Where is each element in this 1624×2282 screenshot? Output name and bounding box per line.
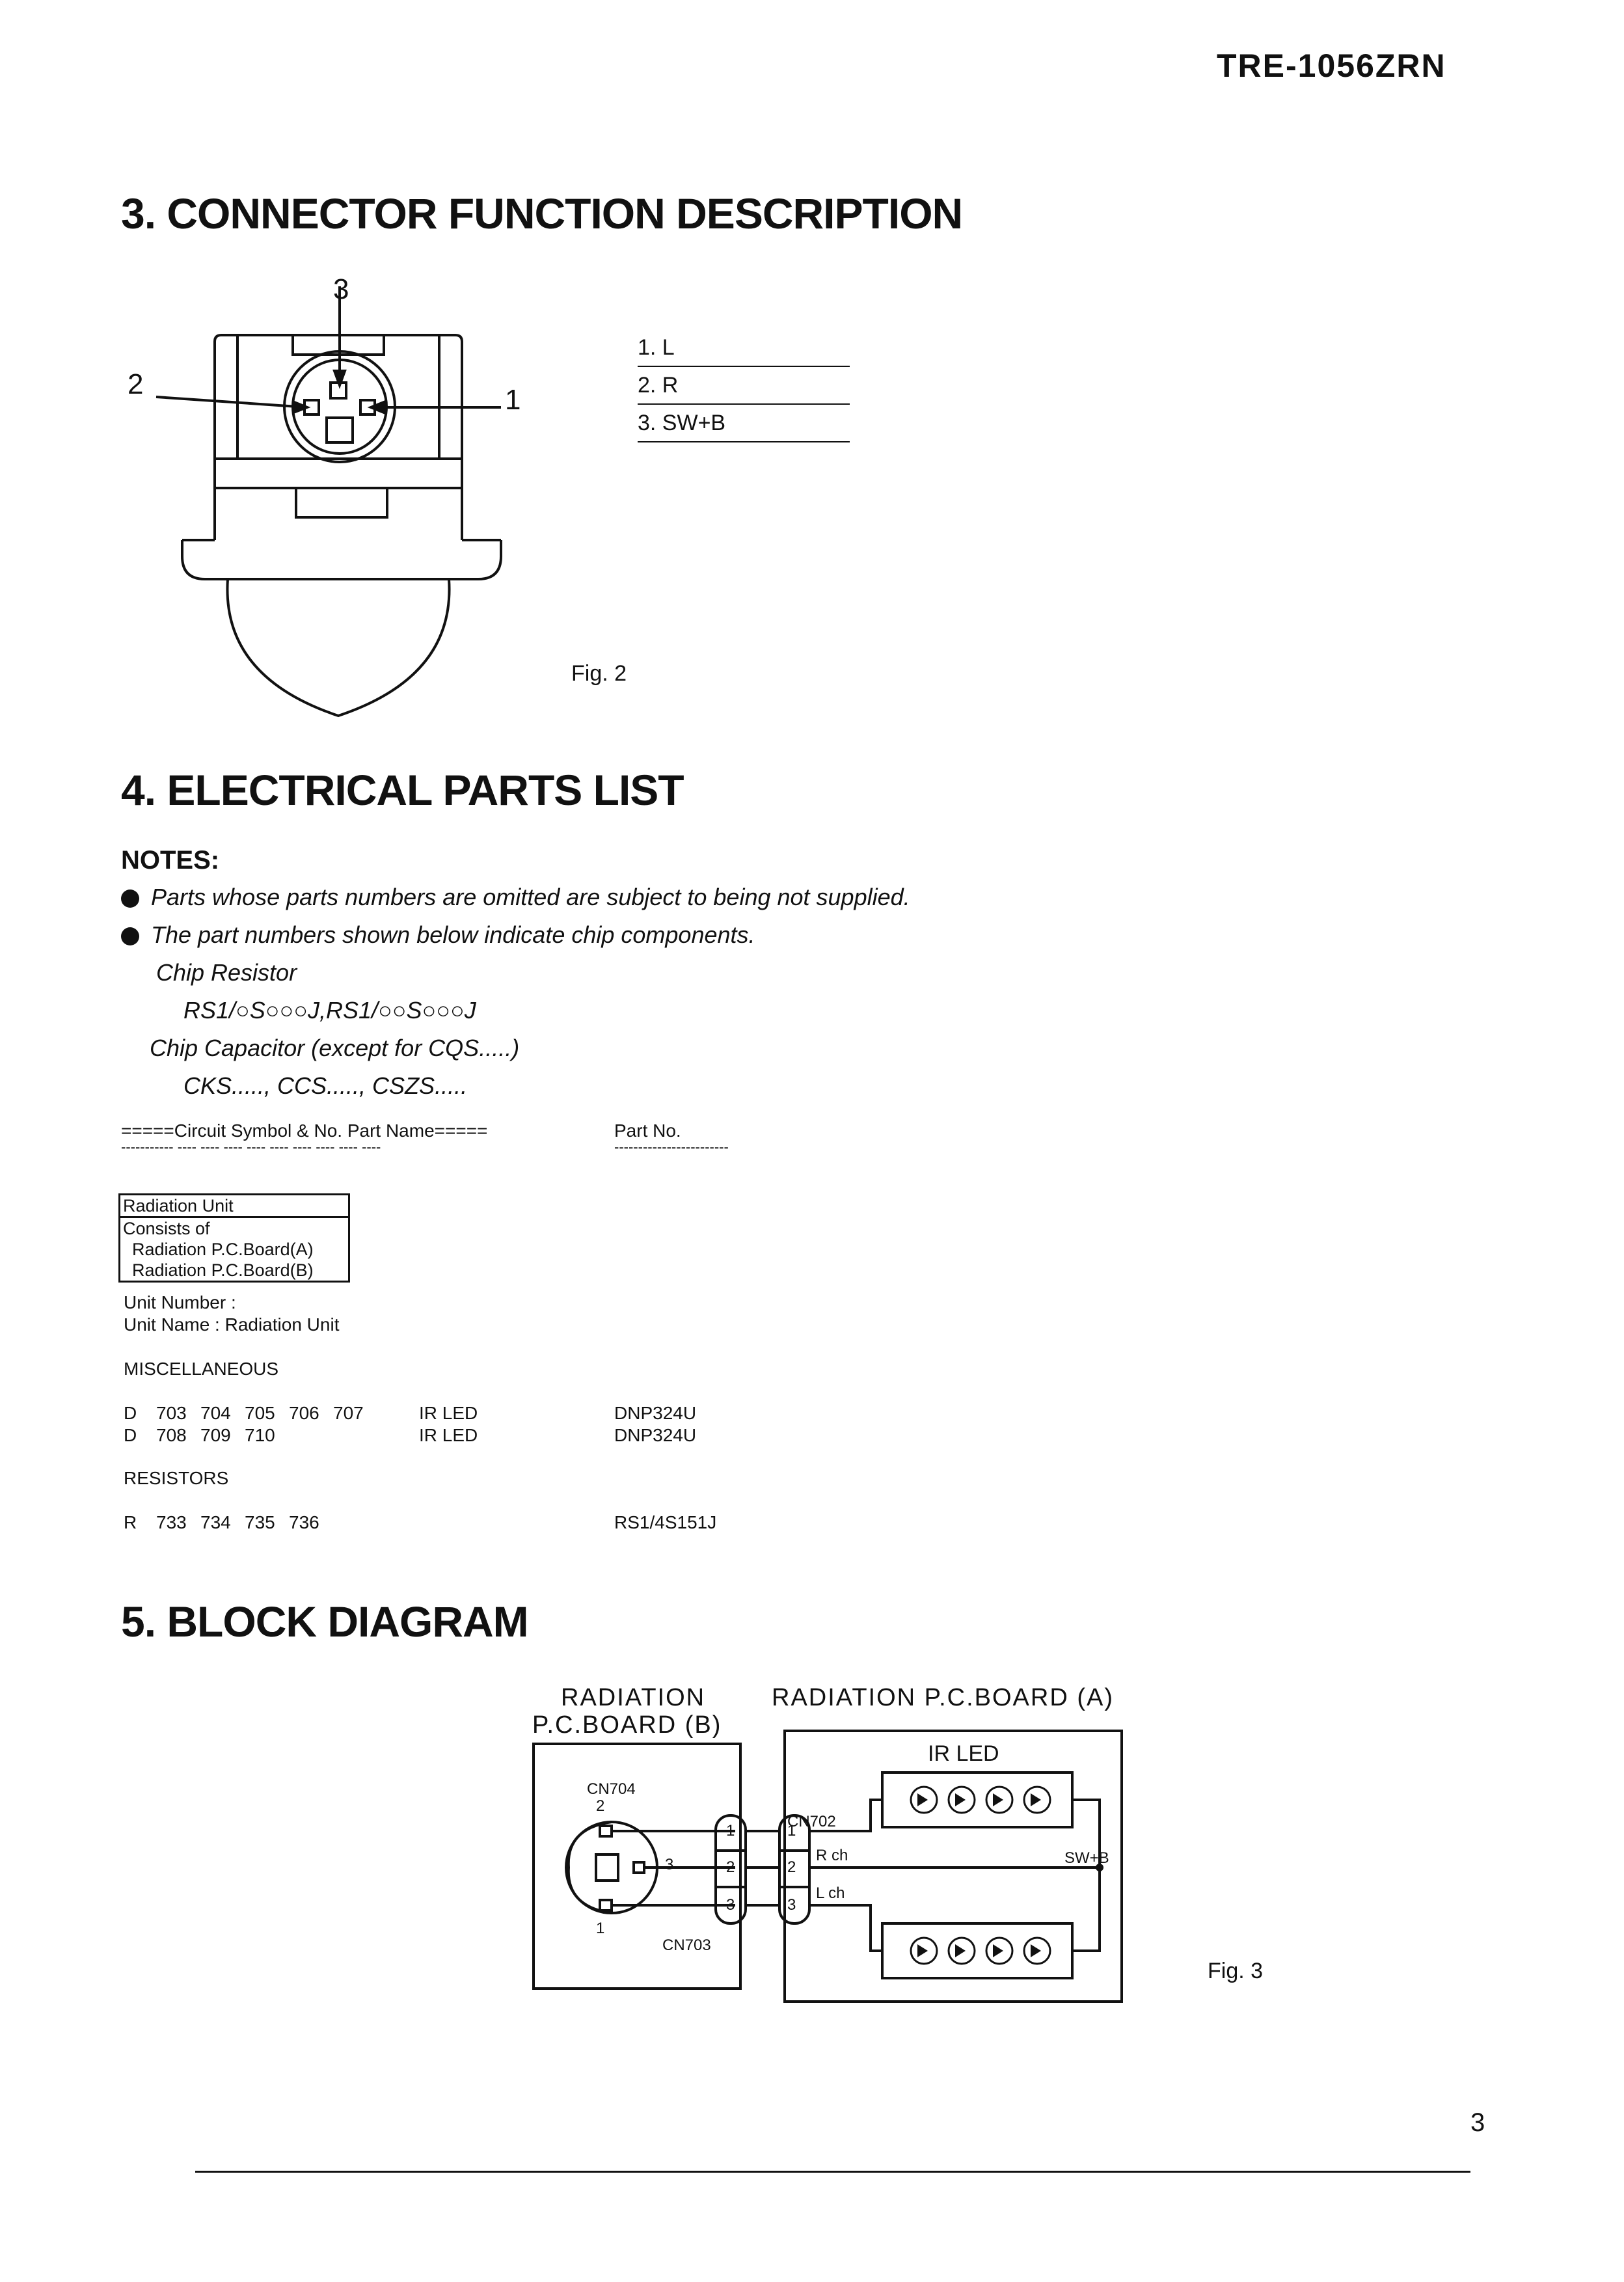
board-b-label-line1: RADIATION [561, 1684, 706, 1711]
cn702-connector [778, 1814, 811, 1925]
unit-box-line: Consists of [123, 1219, 210, 1238]
cn703-label: CN703 [662, 1936, 711, 1954]
conn-pin: 3 [787, 1896, 796, 1914]
column-dashes-right: ------------------------ [614, 1139, 729, 1155]
ir-led-icons [910, 1786, 1051, 1965]
notes-heading: NOTES: [121, 846, 220, 875]
chip-resistor-codes: RS1/○S○○○J,RS1/○○S○○○J [183, 997, 476, 1024]
table-row: R 733 734 735 736 RS1/4S151J [124, 1512, 717, 1532]
unit-box-line: Radiation P.C.Board(B) [132, 1260, 314, 1280]
cn704-label: CN704 [587, 1780, 636, 1798]
column-dashes-left: ----------- ---- ---- ---- ---- ---- ---… [121, 1139, 381, 1155]
bullet-icon [121, 927, 139, 945]
column-header-right: Part No. [614, 1121, 681, 1141]
board-a-label: RADIATION P.C.BOARD (A) [772, 1684, 1114, 1711]
table-row: D 703 704 705 706 707 IR LED DNP324U [124, 1403, 697, 1423]
callout-3: 3 [333, 273, 349, 305]
r-ch-label: R ch [816, 1847, 848, 1864]
board-a-outline [783, 1730, 1123, 2003]
pin-2-label: 2 [596, 1797, 605, 1815]
l-ch-label: L ch [816, 1884, 845, 1902]
unit-number: Unit Number : [124, 1292, 236, 1312]
note-2: The part numbers shown below indicate ch… [121, 921, 755, 949]
cn703-connector [714, 1814, 747, 1925]
pin-item: 1. L [638, 329, 850, 367]
chip-capacitor-codes: CKS....., CCS....., CSZS..... [183, 1072, 468, 1099]
cn702-label: CN702 [787, 1813, 836, 1830]
chip-capacitor-label: Chip Capacitor (except for CQS.....) [150, 1035, 520, 1061]
pin-item: 2. R [638, 367, 850, 405]
pin-item: 3. SW+B [638, 405, 850, 442]
footer-rule [195, 2171, 1470, 2173]
unit-box: Radiation Unit Consists of Radiation P.C… [118, 1193, 350, 1283]
misc-heading: MISCELLANEOUS [124, 1359, 279, 1379]
pin-3-label: 3 [665, 1856, 674, 1873]
ir-led-label: IR LED [928, 1741, 999, 1766]
conn-pin: 2 [726, 1858, 735, 1876]
unit-box-line: Radiation Unit [120, 1195, 348, 1218]
connector-drawing [156, 286, 502, 718]
table-row: D 708 709 710 IR LED DNP324U [124, 1425, 697, 1445]
bullet-icon [121, 890, 139, 908]
callout-1: 1 [505, 384, 521, 416]
chip-resistor-label: Chip Resistor [156, 959, 297, 986]
conn-pin: 2 [787, 1858, 796, 1876]
fig-3-caption: Fig. 3 [1208, 1959, 1264, 1983]
board-b-outline [532, 1743, 742, 1990]
pin-list: 1. L 2. R 3. SW+B [638, 329, 850, 442]
note-1: Parts whose parts numbers are omitted ar… [121, 884, 910, 911]
model-number: TRE-1056ZRN [1217, 48, 1446, 84]
block-diagram [532, 1730, 1123, 2003]
conn-pin: 3 [726, 1896, 735, 1914]
conn-pin: 1 [787, 1822, 796, 1840]
section-4-title: 4. ELECTRICAL PARTS LIST [121, 766, 684, 814]
section-3-title: 3. CONNECTOR FUNCTION DESCRIPTION [121, 189, 963, 238]
column-header-left: =====Circuit Symbol & No. Part Name===== [121, 1121, 488, 1141]
swb-label: SW+B [1064, 1849, 1109, 1867]
unit-box-line: Radiation P.C.Board(A) [132, 1240, 314, 1259]
section-5-title: 5. BLOCK DIAGRAM [121, 1597, 529, 1646]
board-b-label-line2: P.C.BOARD (B) [532, 1711, 722, 1739]
conn-pin: 1 [726, 1822, 735, 1840]
unit-name: Unit Name : Radiation Unit [124, 1314, 340, 1335]
callout-2: 2 [128, 368, 144, 400]
page-number: 3 [1470, 2108, 1485, 2137]
pin-1-label: 1 [596, 1920, 605, 1937]
fig-2-caption: Fig. 2 [571, 661, 627, 686]
resistors-heading: RESISTORS [124, 1468, 229, 1488]
